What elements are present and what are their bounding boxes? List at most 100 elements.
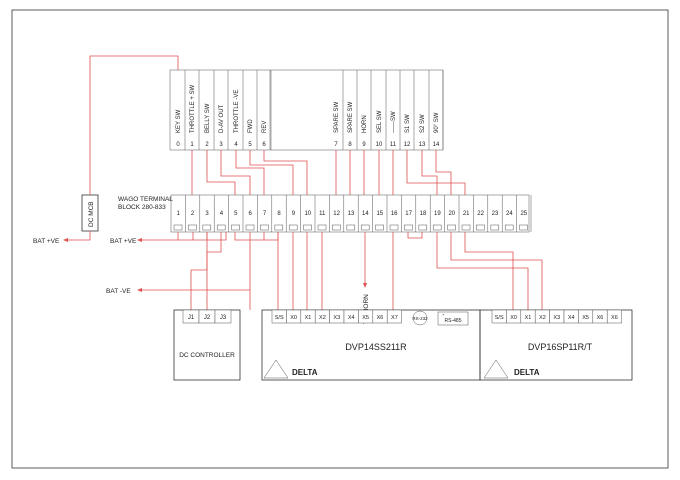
header-switch-label: FWD — [248, 119, 254, 133]
terminal-clamp — [461, 224, 471, 231]
rs232-label: RS-232 — [412, 316, 428, 321]
wiring — [63, 55, 543, 310]
header-switch-number: 7 — [334, 142, 338, 148]
header-switch-7: SPARE SW7 — [334, 70, 344, 150]
plc-pin-label: X5 — [582, 315, 589, 321]
terminal-number: 5 — [234, 211, 238, 217]
header-switch-6: REV 6 — [262, 70, 272, 150]
header-switch-number: 12 — [404, 142, 411, 148]
rs485-label: RS-485 — [445, 318, 462, 324]
terminal-8: 8 — [274, 195, 287, 232]
terminal-number: 14 — [362, 211, 369, 217]
terminal-block-title-line2: BLOCK 280-833 — [118, 204, 166, 211]
header-switch-label: THROTTLE -VE — [234, 90, 240, 133]
header-switch-label: S1 SW — [405, 114, 411, 133]
header-switch-number: 13 — [419, 142, 426, 148]
header-switch-2: BELLY SW2 — [205, 70, 215, 150]
terminal-number: 3 — [205, 211, 209, 217]
header-switch-number: 1 — [190, 142, 194, 148]
rs232-port-icon — [412, 310, 428, 326]
terminal-15: 15 — [375, 195, 388, 232]
terminal-number: 21 — [463, 211, 470, 217]
terminal-number: 2 — [191, 211, 195, 217]
dc-controller-title: DC CONTROLLER — [179, 352, 235, 359]
terminal-12: 12 — [332, 195, 345, 232]
header-switch-number: 11 — [390, 142, 397, 148]
terminal-number: 18 — [420, 211, 427, 217]
terminal-23: 23 — [490, 195, 503, 232]
to-horn-label: TO HORN — [363, 294, 370, 324]
header-switch-label: THROTTLE + SW — [190, 84, 196, 133]
terminal-clamp — [216, 224, 226, 231]
plc-pin-label: S/S — [275, 315, 284, 321]
bat-neg-label: BAT -VE — [106, 288, 131, 295]
plc-pin-label: X1 — [305, 315, 312, 321]
plc-pin-label: X1 — [525, 315, 532, 321]
header-switch-number: 0 — [176, 142, 180, 148]
plc2-model: DVP16SP11R/T — [528, 342, 593, 352]
terminal-number: 6 — [249, 211, 253, 217]
terminal-17: 17 — [404, 195, 417, 232]
terminal-clamp — [432, 224, 442, 231]
terminal-4: 4 — [216, 195, 229, 232]
terminal-number: 23 — [492, 211, 499, 217]
terminal-clamp — [274, 224, 284, 231]
terminal-clamp — [260, 224, 269, 231]
terminal-clamp — [202, 224, 212, 231]
dc-pin-label: J2 — [204, 315, 211, 321]
header-switch-label: S2 SW — [420, 114, 426, 133]
terminal-7: 7 — [260, 195, 273, 232]
terminal-block-title: WAGO TERMINAL BLOCK 280-833 — [118, 196, 173, 211]
terminal-25: 25 — [519, 195, 532, 232]
plc-pin-label: X5 — [362, 315, 369, 321]
plc-pin-box — [386, 309, 402, 324]
terminal-clamp — [490, 224, 500, 231]
terminal-number: 15 — [376, 211, 383, 217]
terminal-number: 22 — [477, 211, 484, 217]
terminal-24: 24 — [504, 195, 517, 232]
header-switch-label: D-AV OUT — [219, 104, 225, 133]
terminal-clamp — [447, 224, 456, 231]
terminal-clamp — [288, 224, 298, 231]
terminal-number: 17 — [405, 211, 412, 217]
terminal-20: 20 — [447, 195, 460, 232]
plc-pin-label: X6 — [597, 315, 604, 321]
header-switch-number: 8 — [348, 142, 352, 148]
terminal-clamp — [245, 224, 255, 231]
plc-pin-label: S/S — [495, 315, 504, 321]
rs485-plus-minus: + — [442, 312, 445, 317]
terminal-clamp — [346, 224, 356, 231]
rs485-box — [437, 311, 469, 326]
terminal-2: 2 — [188, 195, 201, 232]
header-switch-label: SEL SW — [377, 110, 383, 133]
bat-pos-mid-label: BAT +VE — [110, 238, 137, 245]
plc-pin-label: X6 — [377, 315, 384, 321]
terminal-clamp — [418, 224, 428, 231]
dc-pin-box — [214, 309, 232, 324]
plc-pin-label: X0 — [510, 315, 517, 321]
terminal-clamp — [375, 224, 384, 231]
header-switch-8: SPARE SW8 — [348, 70, 358, 150]
dc-pin-label: J1 — [188, 315, 195, 321]
terminal-number: 11 — [319, 211, 326, 217]
plc-pin-label: X2 — [319, 315, 326, 321]
terminal-3: 3 — [202, 195, 215, 232]
header-switch-1: THROTTLE + SW 1 — [190, 70, 200, 150]
header-switch-label: REV — [262, 121, 268, 133]
plc1-delta-logo-icon — [263, 359, 289, 379]
bat-pos-left-label: BAT +VE — [33, 238, 60, 245]
terminal-clamp — [303, 224, 312, 231]
terminal-block-title-line1: WAGO TERMINAL — [118, 196, 173, 203]
header-switch-number: 6 — [262, 142, 266, 148]
terminal-clamp — [173, 224, 183, 231]
header-switch-label: KEY SW — [176, 109, 182, 133]
header-switch-number: 4 — [234, 142, 238, 148]
terminal-number: 8 — [277, 211, 281, 217]
plc-pin-label: X4 — [348, 315, 355, 321]
terminal-clamp — [332, 224, 341, 231]
